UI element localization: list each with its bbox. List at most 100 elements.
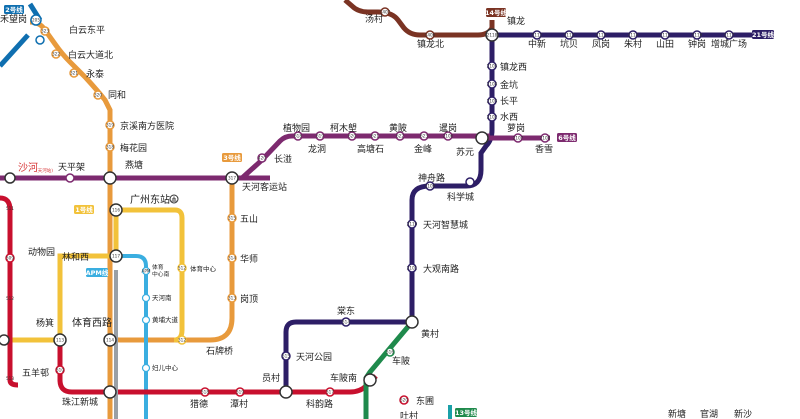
marker-zhujiangxincheng[interactable] bbox=[103, 385, 117, 399]
marker-yantang[interactable] bbox=[103, 171, 117, 185]
marker-tancun[interactable] bbox=[235, 387, 245, 397]
marker-zengcheng[interactable] bbox=[724, 30, 734, 40]
marker-huangpudadao[interactable] bbox=[141, 315, 151, 325]
marker-keyunlu[interactable] bbox=[325, 387, 335, 397]
marker-chebeinan[interactable] bbox=[363, 373, 377, 387]
marker-zhenlongbei[interactable] bbox=[425, 30, 435, 40]
line-1-west bbox=[0, 210, 119, 343]
marker-yangji[interactable] bbox=[53, 333, 67, 347]
marker-changping[interactable] bbox=[487, 96, 497, 106]
station-label-shantian: 山田 bbox=[656, 39, 674, 50]
marker-zhenlong[interactable] bbox=[485, 28, 499, 42]
marker-xiangxue[interactable] bbox=[540, 133, 550, 143]
marker-tonghe[interactable] bbox=[93, 90, 103, 100]
marker-huashi[interactable] bbox=[227, 253, 237, 263]
badge-line-13[interactable]: 13号线 bbox=[455, 408, 478, 417]
station-code-c55: APM bbox=[141, 269, 150, 274]
station-code-c16: 420 bbox=[258, 156, 266, 161]
badge-line-21-bg bbox=[752, 30, 774, 39]
badge-line-2[interactable]: 2号线 bbox=[4, 5, 24, 14]
station-code-c54: 513 bbox=[6, 376, 14, 381]
marker-shuixi[interactable] bbox=[487, 112, 497, 122]
marker-gaotangshi[interactable] bbox=[370, 131, 380, 141]
marker-tangcun[interactable] bbox=[380, 7, 390, 17]
station-code-c35: 2117 bbox=[724, 33, 735, 38]
marker-changban[interactable] bbox=[257, 153, 267, 163]
marker-dongpu[interactable] bbox=[399, 395, 409, 405]
marker-zhiwuyuan[interactable] bbox=[293, 131, 303, 141]
marker-shenzhoulu[interactable] bbox=[425, 181, 435, 191]
marker-jinkeng[interactable] bbox=[487, 79, 497, 89]
station-label-gangding: 岗顶 bbox=[240, 294, 258, 305]
marker-baiyundongping[interactable] bbox=[40, 26, 50, 36]
marker-fengang[interactable] bbox=[596, 30, 606, 40]
badge-line-apm[interactable]: APM线 bbox=[86, 268, 109, 277]
marker-yongtai[interactable] bbox=[69, 68, 79, 78]
marker-tianhezhihui[interactable] bbox=[407, 219, 417, 229]
marker-kengbei[interactable] bbox=[564, 30, 574, 40]
marker-wuyangyi[interactable] bbox=[55, 365, 65, 375]
marker-jiahe[interactable] bbox=[35, 35, 45, 45]
badge-line-14[interactable]: 14号线 bbox=[485, 8, 508, 17]
marker-tiyuzhongxin[interactable] bbox=[177, 263, 187, 273]
station-label-fengang: 凤岗 bbox=[592, 39, 610, 50]
marker-luogang[interactable] bbox=[513, 133, 523, 143]
station-code-c4: 321 bbox=[70, 71, 78, 76]
station-label-shahe: 沙河 bbox=[18, 162, 38, 174]
marker-meihuayuan[interactable] bbox=[105, 142, 115, 152]
station-code-c13: 313 bbox=[228, 296, 236, 301]
badge-line-6[interactable]: 6号线 bbox=[557, 133, 577, 142]
marker-zhongxin[interactable] bbox=[532, 30, 542, 40]
station-code-c31: 2113 bbox=[596, 33, 607, 38]
marker-baiyundadaobei[interactable] bbox=[51, 49, 61, 59]
station-label-tiyuxilu: 体育西路 bbox=[72, 316, 112, 329]
marker-daguannan[interactable] bbox=[407, 263, 417, 273]
marker-shantian[interactable] bbox=[660, 30, 670, 40]
marker-gangding[interactable] bbox=[227, 293, 237, 303]
marker-chebei[interactable] bbox=[385, 347, 395, 357]
station-label-meihuayuan: 梅花园 bbox=[120, 142, 147, 154]
marker-zhonggang[interactable] bbox=[692, 30, 702, 40]
line-apm-path bbox=[116, 254, 148, 419]
marker-xiagang[interactable] bbox=[443, 131, 453, 141]
marker-tianhenan[interactable] bbox=[141, 293, 151, 303]
marker-huangcun[interactable] bbox=[405, 315, 419, 329]
marker-left-edge[interactable] bbox=[0, 334, 10, 346]
marker-suyuan[interactable] bbox=[475, 131, 489, 145]
marker-tianhegongyuan[interactable] bbox=[281, 351, 291, 361]
badge-line-21[interactable]: 21号线 bbox=[752, 30, 775, 39]
marker-funv[interactable] bbox=[141, 363, 151, 373]
marker-linhexi[interactable] bbox=[109, 249, 123, 263]
marker-tiyuzhongxinnan[interactable] bbox=[141, 266, 151, 276]
station-label-dongpu: 东圃 bbox=[416, 395, 434, 407]
marker-kexuecheng[interactable] bbox=[465, 177, 475, 187]
marker-jingxi[interactable] bbox=[105, 120, 115, 130]
marker-tangdong[interactable] bbox=[341, 317, 351, 327]
station-label-huangcun: 黄村 bbox=[421, 328, 439, 340]
marker-shahe[interactable] bbox=[4, 172, 16, 184]
marker-tiyuxilu[interactable] bbox=[103, 333, 117, 347]
marker-huangpi[interactable] bbox=[395, 131, 405, 141]
station-label-zhenlongbei: 镇龙北 bbox=[417, 38, 444, 50]
marker-shipaiqiao[interactable] bbox=[177, 335, 187, 345]
station-code-c29: 2111 bbox=[532, 33, 543, 38]
marker-dongwuyuan[interactable] bbox=[5, 253, 15, 263]
marker-tianpingjia[interactable] bbox=[65, 173, 75, 183]
station-label-gaotangshi: 高塘石 bbox=[357, 143, 384, 155]
badge-line-3[interactable]: 3号线 bbox=[222, 153, 242, 162]
station-code-c48: 519 bbox=[236, 390, 244, 395]
station-code-c33: 2115 bbox=[660, 33, 671, 38]
marker-zhucun[interactable] bbox=[628, 30, 638, 40]
badge-line-1[interactable]: 1号线 bbox=[74, 205, 94, 214]
marker-guangzhoudong[interactable] bbox=[109, 203, 123, 217]
marker-liede[interactable] bbox=[200, 387, 210, 397]
marker-jinfeng[interactable] bbox=[419, 131, 429, 141]
marker-heliwang[interactable] bbox=[30, 14, 42, 26]
marker-kemubei[interactable] bbox=[347, 131, 357, 141]
badge-line-2-bg bbox=[4, 5, 24, 14]
marker-yuancun[interactable] bbox=[279, 385, 293, 399]
marker-zhenlongxi[interactable] bbox=[487, 61, 497, 71]
marker-wushan[interactable] bbox=[227, 213, 237, 223]
marker-longdong[interactable] bbox=[315, 131, 325, 141]
marker-tianhekeyun[interactable] bbox=[225, 171, 239, 185]
